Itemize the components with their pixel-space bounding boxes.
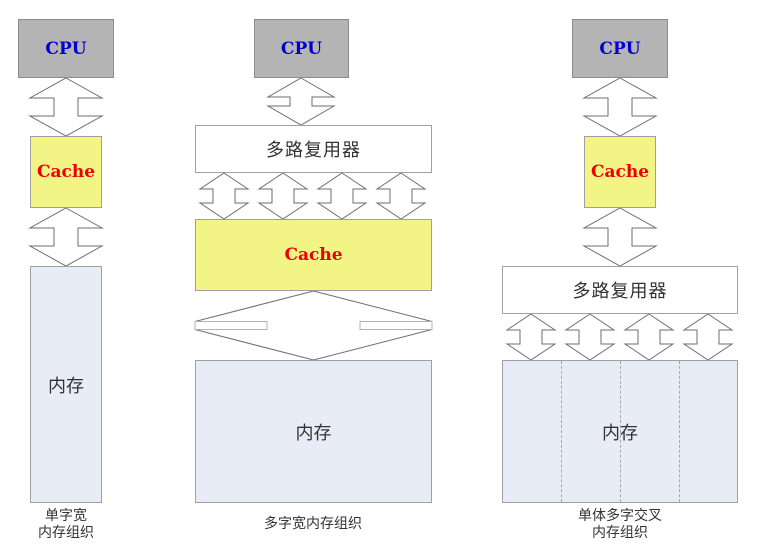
memory-box-wide: 内存 — [195, 360, 432, 503]
cpu-box-wide: CPU — [254, 19, 349, 78]
bus-arrow-cpu-cache — [582, 77, 658, 137]
bus-arrow-cpu-mux — [266, 77, 336, 126]
bus-arrow-cache-memory — [28, 207, 104, 267]
multiplexer-label: 多路复用器 — [266, 140, 361, 161]
multiplexer-box-interleaved: 多路复用器 — [502, 266, 738, 314]
cpu-label: CPU — [599, 38, 641, 59]
bus-arrow-mux-cache — [316, 172, 368, 220]
memory-label: 内存 — [48, 375, 84, 397]
multiplexer-box-wide: 多路复用器 — [195, 125, 432, 173]
caption-line-1: 多字宽内存组织 — [264, 516, 362, 532]
arrow-shaft — [194, 321, 268, 330]
caption-line-1: 单字宽 — [45, 508, 87, 524]
bus-arrow-mux-bank — [623, 313, 675, 361]
bank-divider — [620, 361, 621, 502]
caption-line-2: 内存组织 — [592, 525, 648, 541]
caption-line-2: 内存组织 — [38, 525, 94, 541]
cpu-label: CPU — [280, 38, 323, 59]
cache-box-single: Cache — [30, 136, 102, 208]
cpu-label: CPU — [45, 38, 87, 59]
cache-label: Cache — [36, 162, 96, 182]
arrow-shaft — [359, 321, 433, 330]
multiplexer-label: 多路复用器 — [572, 281, 668, 302]
bus-arrow-mux-cache — [198, 172, 250, 220]
cache-box-interleaved: Cache — [584, 136, 656, 208]
cache-box-wide: Cache — [195, 219, 432, 291]
bus-arrow-mux-bank — [564, 313, 616, 361]
memory-box-interleaved: 内存 — [502, 360, 738, 503]
caption-line-1: 单体多字交叉 — [578, 508, 662, 524]
bus-arrow-mux-bank — [505, 313, 557, 361]
bank-divider — [561, 361, 562, 502]
cache-label: Cache — [590, 162, 650, 182]
memory-label: 内存 — [295, 422, 332, 444]
bus-arrow-mux-cache — [375, 172, 427, 220]
caption-multi-word: 多字宽内存组织 — [213, 516, 413, 533]
cpu-box-interleaved: CPU — [572, 19, 668, 78]
caption-interleaved: 单体多字交叉 内存组织 — [555, 508, 685, 542]
bank-divider — [679, 361, 680, 502]
bus-arrow-mux-cache — [257, 172, 309, 220]
bus-arrow-cache-mux — [582, 207, 658, 267]
memory-label: 内存 — [602, 422, 638, 444]
memory-box-single: 内存 — [30, 266, 102, 503]
cache-label: Cache — [284, 245, 343, 265]
bus-arrow-mux-bank — [682, 313, 734, 361]
bus-arrow-cpu-cache — [28, 77, 104, 137]
cpu-box-single: CPU — [18, 19, 114, 78]
caption-single-word: 单字宽 内存组织 — [16, 508, 116, 542]
